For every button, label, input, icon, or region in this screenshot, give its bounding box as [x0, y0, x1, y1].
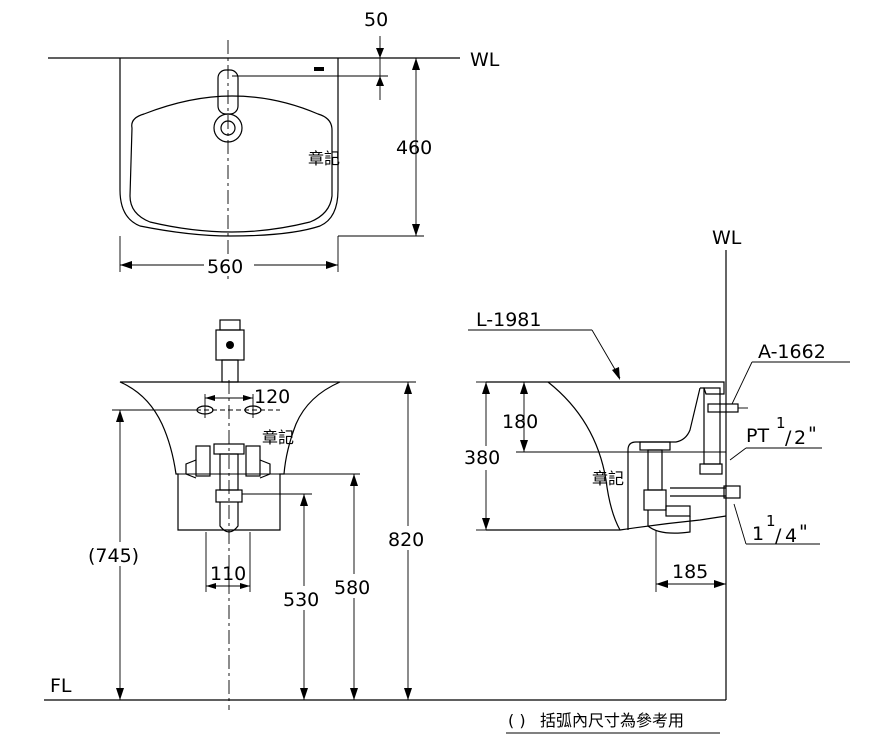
supply-slash: / [785, 427, 792, 449]
dim-110-label: 110 [210, 563, 246, 585]
dim-745-mask [84, 542, 156, 566]
reference-note: ( ) 括弧內尺寸為參考用 [506, 711, 720, 734]
side-drain-arm [670, 487, 726, 497]
dim-380-mask [462, 446, 510, 470]
faucet-head [219, 319, 241, 331]
dim-460-label: 460 [396, 137, 432, 159]
drain-slash: / [775, 525, 782, 547]
logo-mark [314, 67, 324, 71]
dim-120-arrow-left [205, 395, 215, 401]
dim-460-arrow-bottom [412, 224, 420, 236]
dim-745-label: (745) [88, 545, 139, 567]
dim-530-arrow-bottom [300, 688, 308, 700]
fl-label: FL [50, 675, 72, 697]
side-wl-label: WL [712, 227, 742, 249]
valve-left [195, 445, 211, 477]
side-basin-top [486, 381, 725, 395]
dim-820-arrow-bottom [404, 688, 412, 700]
supply-denominator: 2 [794, 427, 806, 449]
wl-label: WL [470, 49, 500, 71]
dim-185-label: 185 [672, 561, 708, 583]
faucet-handle-dot [226, 341, 234, 349]
dim-110-arrow-left [206, 583, 216, 589]
basin-model-arrow [612, 367, 620, 380]
dim-120-arrow-right [243, 395, 253, 401]
dim-820-label: 820 [388, 529, 424, 551]
side-trap-nut [643, 489, 667, 511]
dim-560-arrow-left [120, 261, 132, 269]
supply-prefix: PT [746, 425, 769, 447]
supply-inch: " [808, 423, 817, 445]
supply-numerator: 1 [776, 414, 786, 432]
dim-560-arrow-right [326, 261, 338, 269]
valve-right-handle [259, 459, 271, 479]
dim-50-label: 50 [364, 9, 388, 31]
front-mark-label: 章記 [262, 428, 294, 447]
dim-820-arrow-top [404, 382, 412, 394]
dim-185-arrow-right [714, 580, 726, 588]
side-drain-flange [639, 441, 671, 451]
wall-bolt [707, 403, 739, 413]
dim-460-arrow-top [412, 58, 420, 70]
side-view: WL L-1981 A-1662 180 [462, 227, 850, 700]
drain-leader [733, 503, 747, 545]
side-trap-bend [647, 510, 691, 534]
drain-whole: 1 [752, 523, 764, 545]
side-basin-bottom [486, 515, 727, 531]
faucet-stem [221, 359, 239, 383]
plan-mark-label: 章記 [308, 149, 340, 168]
dim-745-arrow-bottom [116, 688, 124, 700]
dim-120-label: 120 [254, 386, 290, 408]
dim-560-mask [204, 254, 254, 276]
supply-valve [699, 463, 723, 475]
dim-580-arrow-bottom [350, 688, 358, 700]
fitting-model-leader [731, 361, 753, 405]
dim-530-arrow-top [300, 494, 308, 506]
basin-model-label: L-1981 [476, 309, 541, 331]
front-basin-outline [119, 381, 341, 531]
fitting-model-label: A-1662 [758, 341, 826, 363]
supply-leader [729, 447, 747, 461]
dim-580-label: 580 [334, 577, 370, 599]
dim-185-arrow-left [656, 580, 668, 588]
dim-530-label: 530 [283, 589, 319, 611]
side-basin-curve [547, 381, 621, 531]
dim-380-arrow-bottom [482, 518, 490, 530]
side-trap-outlet [665, 505, 691, 517]
note-paren: ( ) [508, 711, 526, 730]
dim-50-arrow-top [376, 48, 384, 58]
dim-560-label: 560 [207, 256, 243, 278]
basin-outline [119, 58, 339, 237]
bowl-outline [129, 95, 333, 233]
dim-180-arrow-bottom [520, 440, 528, 452]
dim-180-label: 180 [502, 411, 538, 433]
wall-bracket [703, 387, 721, 465]
valve-right [245, 445, 261, 477]
side-mark-label: 章記 [592, 469, 624, 488]
dim-380-arrow-top [482, 382, 490, 394]
dim-530-mask [282, 586, 326, 610]
drain-inch: " [799, 521, 808, 543]
front-view: 120 章記 110 (745) 530 [84, 319, 432, 710]
dim-580-mask [332, 574, 378, 598]
valve-left-handle [185, 459, 197, 479]
note-text: 括弧內尺寸為參考用 [540, 711, 684, 730]
dim-110-arrow-right [240, 583, 250, 589]
dim-180-arrow-top [520, 382, 528, 394]
drain-denominator: 4 [785, 525, 797, 547]
side-bowl-inner [627, 387, 701, 530]
dim-580-arrow-top [350, 474, 358, 486]
dim-820-mask [386, 526, 432, 550]
drain-wall-fitting [723, 485, 741, 499]
dim-50-arrow-bottom [376, 76, 384, 86]
plan-view: WL 章記 50 460 560 [48, 9, 500, 280]
dim-745-arrow-top [116, 410, 124, 422]
dim-380-label: 380 [464, 447, 500, 469]
side-drain-tail [647, 449, 663, 491]
drain-numerator: 1 [766, 512, 776, 530]
